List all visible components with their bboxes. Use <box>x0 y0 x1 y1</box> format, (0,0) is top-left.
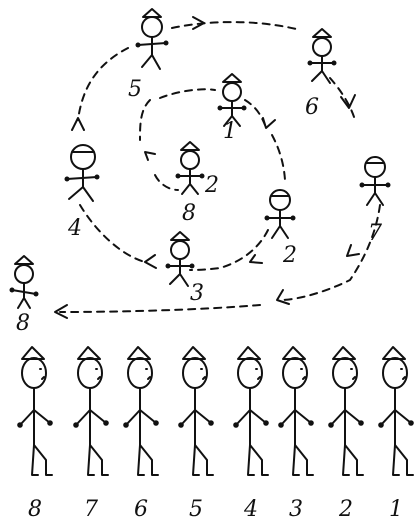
row-label-1: 1 <box>389 497 403 522</box>
row-figure-4 <box>233 347 269 475</box>
row-label-7: 7 <box>84 497 98 522</box>
figure-row <box>17 347 414 475</box>
row-label-4: 4 <box>243 497 258 522</box>
spiral-label-3: 3 <box>190 281 204 306</box>
spiral-path-outer <box>60 22 380 312</box>
spiral-label-7: 7 <box>368 221 382 246</box>
row-label-8: 8 <box>28 497 42 522</box>
row-figure-2 <box>328 347 364 475</box>
spiral-label-5: 5 <box>128 77 142 102</box>
figure-8-outer <box>10 256 39 308</box>
figure-row-labels: 8 7 6 5 4 3 2 1 <box>28 497 403 522</box>
spiral-label-4: 4 <box>67 216 82 241</box>
figure-5 <box>136 9 169 69</box>
spiral-label-1: 1 <box>223 119 237 144</box>
row-label-2: 2 <box>338 497 353 522</box>
spiral-label-6: 6 <box>305 95 319 120</box>
figure-8-center <box>176 142 205 194</box>
figure-7 <box>360 157 391 205</box>
figure-3 <box>166 232 195 286</box>
spiral-label-2-curl: 2 <box>204 173 219 198</box>
row-figure-6 <box>123 347 159 475</box>
row-figure-3 <box>278 347 314 475</box>
row-figure-1 <box>378 347 414 475</box>
figure-6 <box>308 29 337 83</box>
row-label-5: 5 <box>189 497 203 522</box>
row-figure-8 <box>17 347 53 475</box>
row-label-3: 3 <box>289 497 303 522</box>
row-label-6: 6 <box>134 497 148 522</box>
spiral-label-8-outer: 8 <box>16 311 30 336</box>
row-figure-7 <box>73 347 109 475</box>
spiral-label-2: 2 <box>282 243 297 268</box>
figure-4 <box>65 145 100 201</box>
spiral-label-8-center: 8 <box>182 201 196 226</box>
row-figure-5 <box>178 347 214 475</box>
figure-2 <box>265 190 296 238</box>
